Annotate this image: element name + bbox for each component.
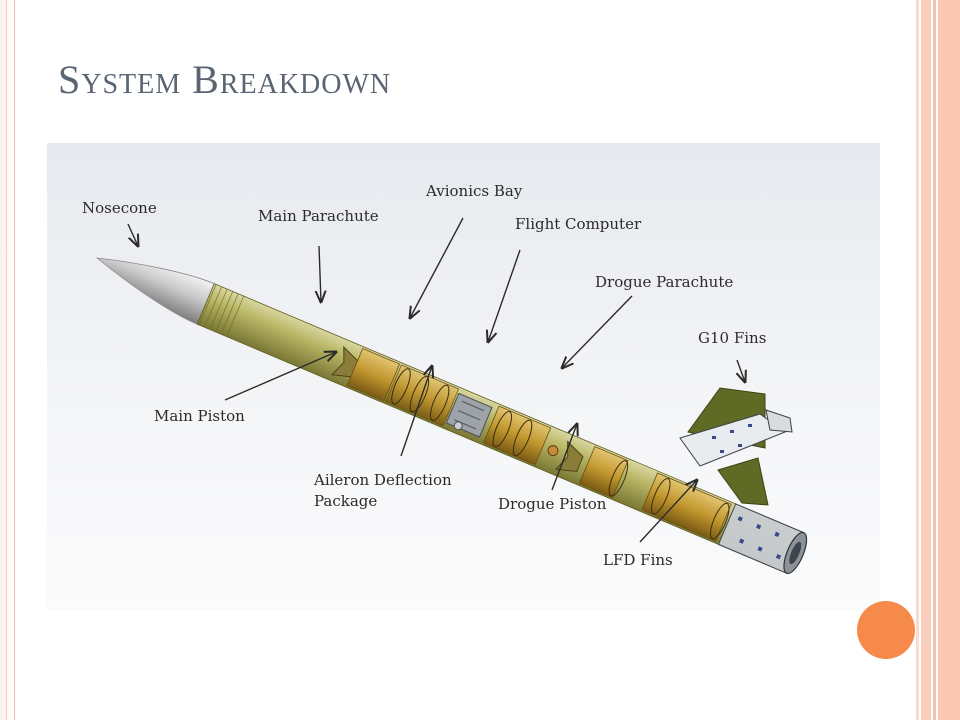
avionics-bay-arrow: [410, 217, 464, 318]
main-piston-arrow: [224, 352, 336, 401]
flight-computer-arrow: [488, 249, 521, 342]
nosecone-arrow: [127, 223, 138, 246]
aileron-deflection-arrow: [400, 366, 432, 457]
slide-border-left: [0, 0, 15, 720]
label-lfd-fins: LFD Fins: [603, 551, 673, 569]
label-avionics-bay: Avionics Bay: [426, 182, 523, 200]
label-flight-computer: Flight Computer: [515, 215, 642, 233]
label-main-piston: Main Piston: [154, 407, 245, 425]
label-drogue-piston: Drogue Piston: [498, 495, 607, 513]
nosecone-shape: [95, 257, 215, 325]
g10-fins-arrow: [737, 359, 745, 382]
g10-fin-lower: [717, 457, 769, 506]
label-aileron-deflection-package: Aileron Deflection Package: [314, 471, 452, 510]
label-drogue-parachute: Drogue Parachute: [595, 273, 734, 291]
page-title: System Breakdown: [58, 57, 392, 102]
label-main-parachute: Main Parachute: [258, 207, 379, 225]
slide-border-right: [916, 0, 960, 720]
lfd-fins-arrow: [639, 480, 697, 543]
label-g10-fins: G10 Fins: [698, 329, 767, 347]
drogue-parachute-arrow: [562, 295, 633, 368]
drogue-piston-arrow: [551, 424, 577, 491]
lfd-fin-plate: [679, 413, 787, 467]
main-parachute-arrow: [319, 245, 321, 302]
rocket-illustration: [95, 257, 808, 575]
label-nosecone: Nosecone: [82, 199, 157, 217]
accent-circle: [857, 601, 915, 659]
